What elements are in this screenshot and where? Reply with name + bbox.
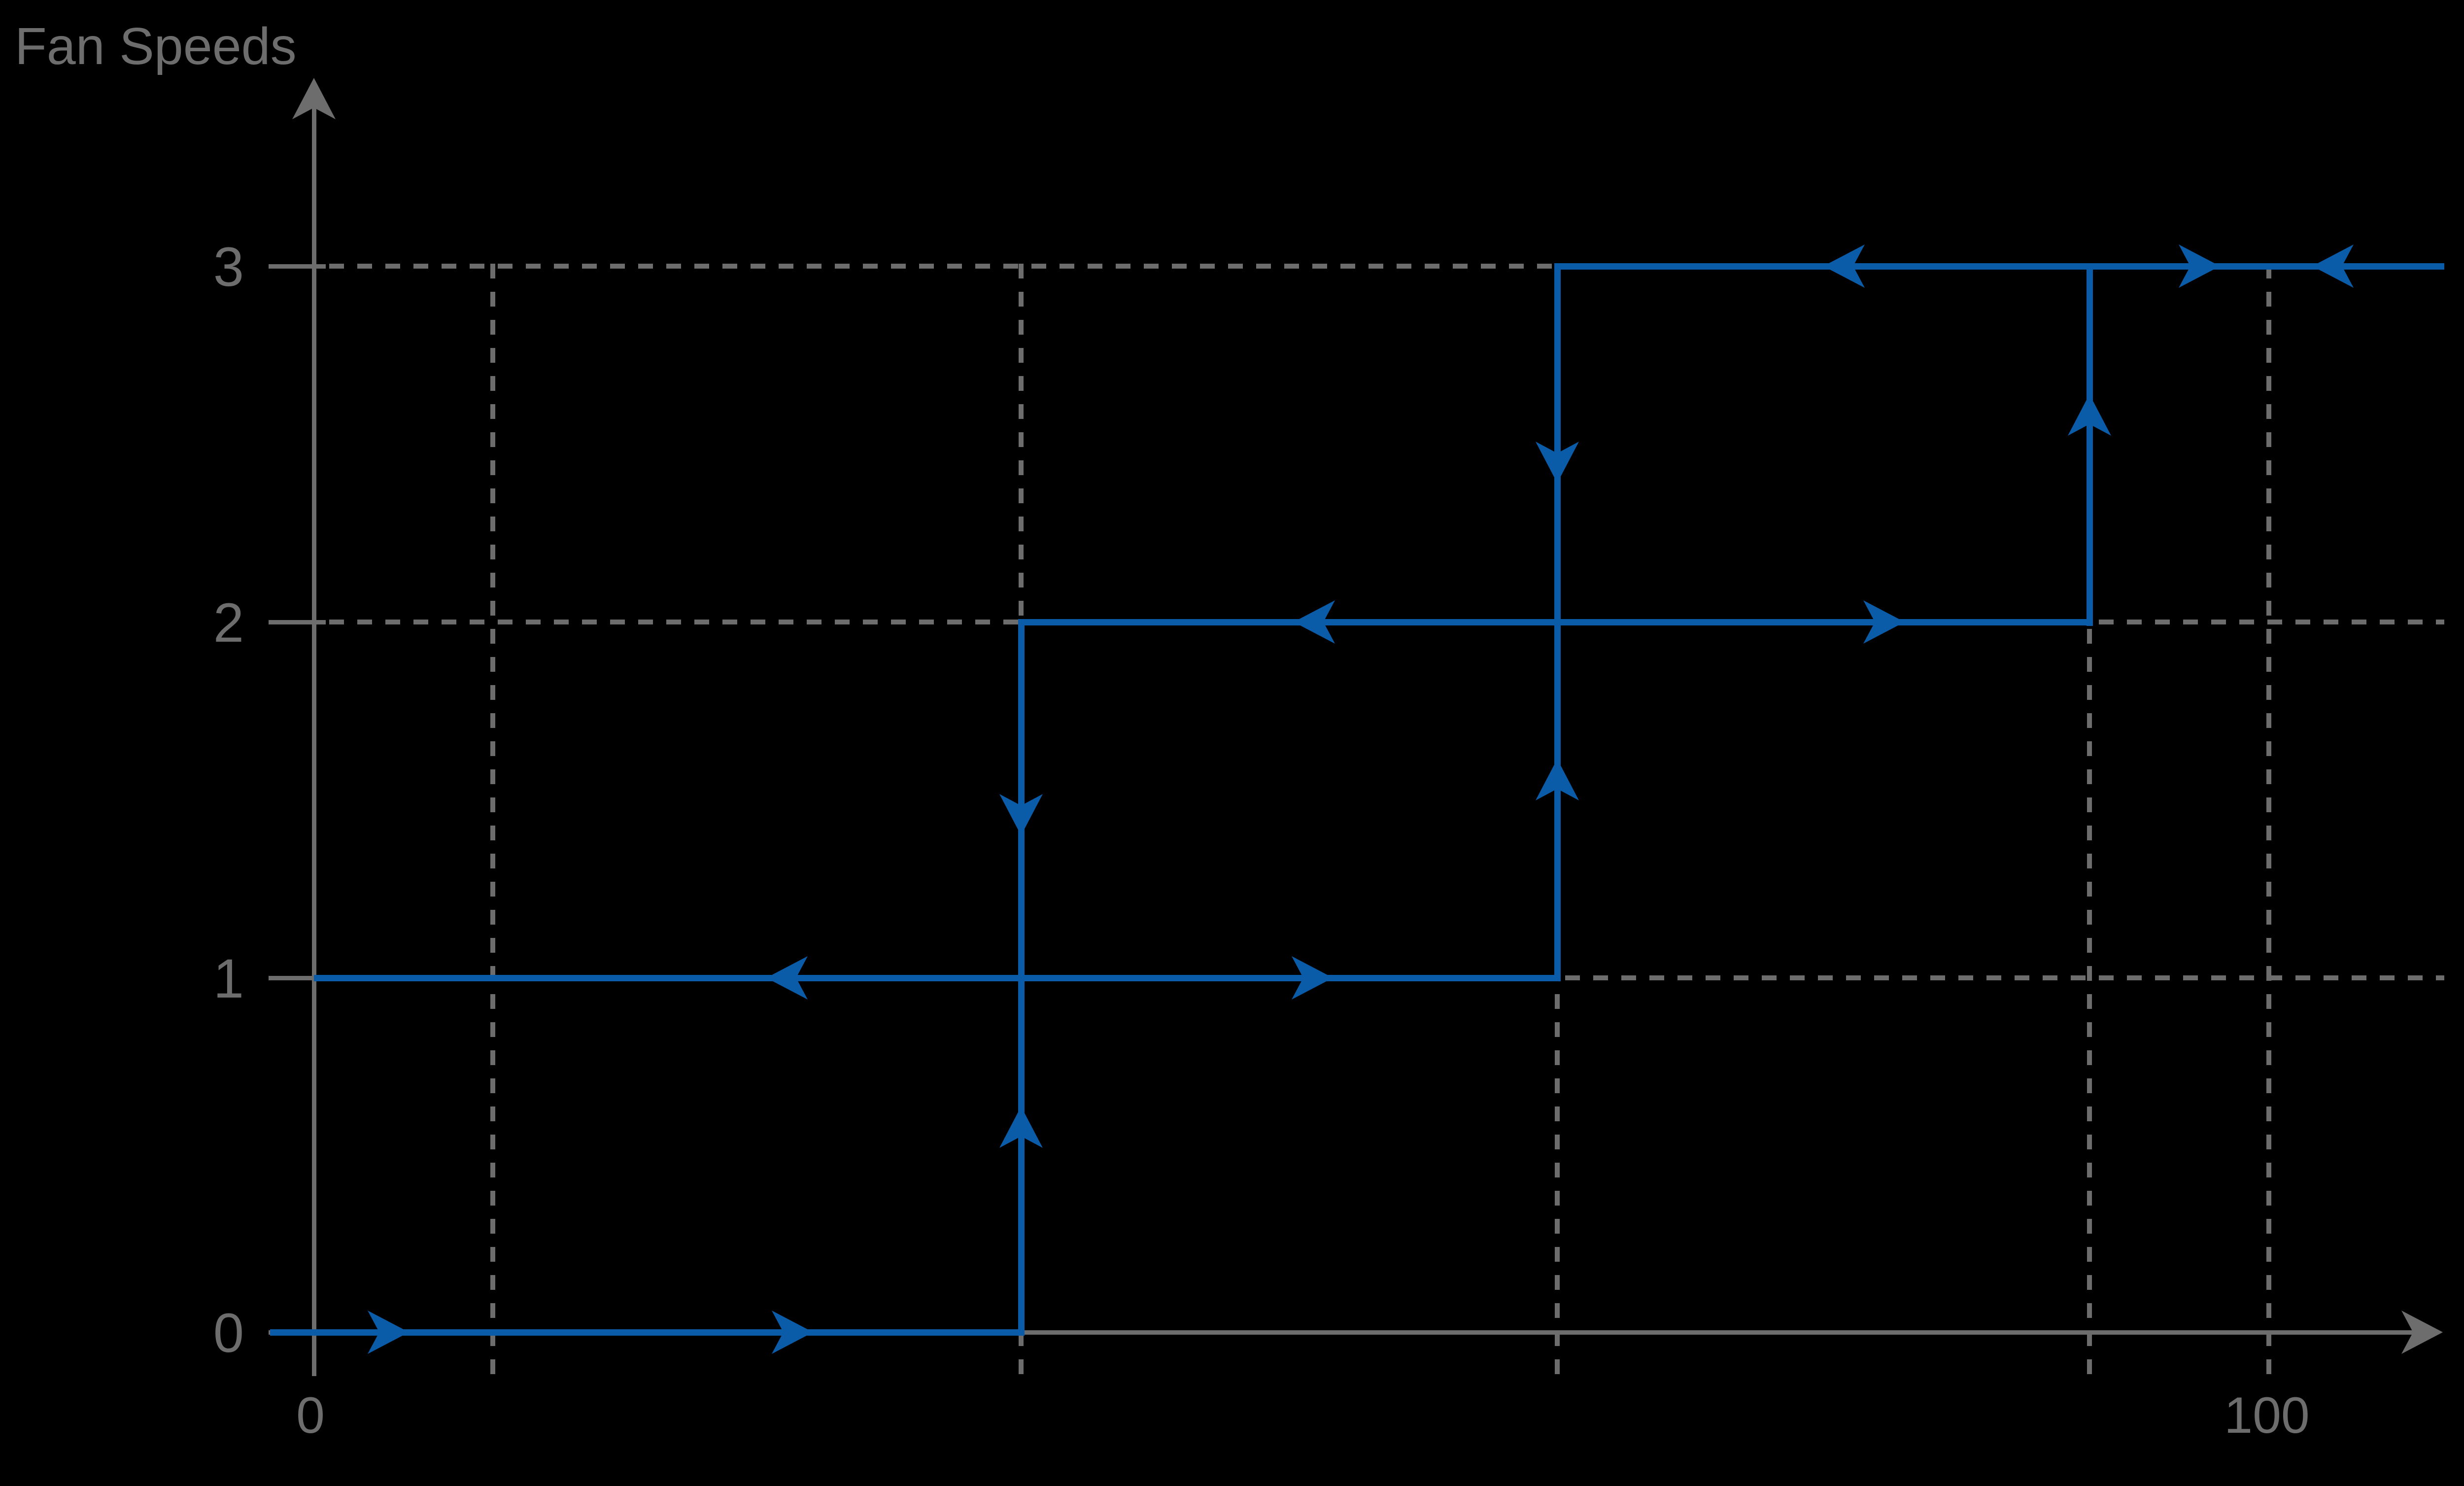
- gridline-speed3: [329, 264, 2444, 269]
- y-tick-label-2: 2: [213, 592, 244, 654]
- y-tick-1: [269, 976, 326, 980]
- y-tick-label-1: 1: [213, 948, 244, 1009]
- y-axis-line: [312, 106, 316, 1376]
- y-tick-label-0: 0: [213, 1302, 244, 1364]
- y-tick-label-3: 3: [213, 236, 244, 298]
- y-tick-2: [269, 620, 326, 624]
- x-label-line1: Fan Speed1: [781, 1483, 1225, 1486]
- x-label-fan-off-threshold: Fan Off Threshold: [271, 1356, 715, 1486]
- x-tick-label-0: 0: [296, 1387, 325, 1444]
- x-tick-label-100: 100: [2224, 1387, 2310, 1444]
- curve-speed2-segment: [1018, 619, 2093, 625]
- gridline-fan-speed3-threshold: [2087, 264, 2092, 1375]
- x-axis-line: [270, 1330, 2419, 1335]
- x-label-line1: Fan Speed3: [1846, 1483, 2289, 1486]
- curve-fan-speed3-vertical: [2087, 263, 2093, 626]
- gridline-100-percent: [2266, 264, 2271, 1375]
- y-axis-title: Fan Speeds: [15, 17, 297, 75]
- x-label-line1: Fan Speed2: [1313, 1483, 1757, 1486]
- curve-speed3-segment: [1554, 263, 2444, 270]
- y-tick-3: [269, 264, 326, 269]
- x-label-fan-speed2-threshold: Fan Speed2 Threshold: [1313, 1356, 1757, 1486]
- x-label-fan-speed1-threshold: Fan Speed1 Threshold: [781, 1356, 1225, 1486]
- curve-speed1-segment: [314, 975, 1561, 981]
- curve-speed0-segment: [270, 1329, 1025, 1336]
- gridline-fan-off-threshold: [490, 264, 495, 1375]
- x-label-line1: Fan Off: [271, 1483, 715, 1486]
